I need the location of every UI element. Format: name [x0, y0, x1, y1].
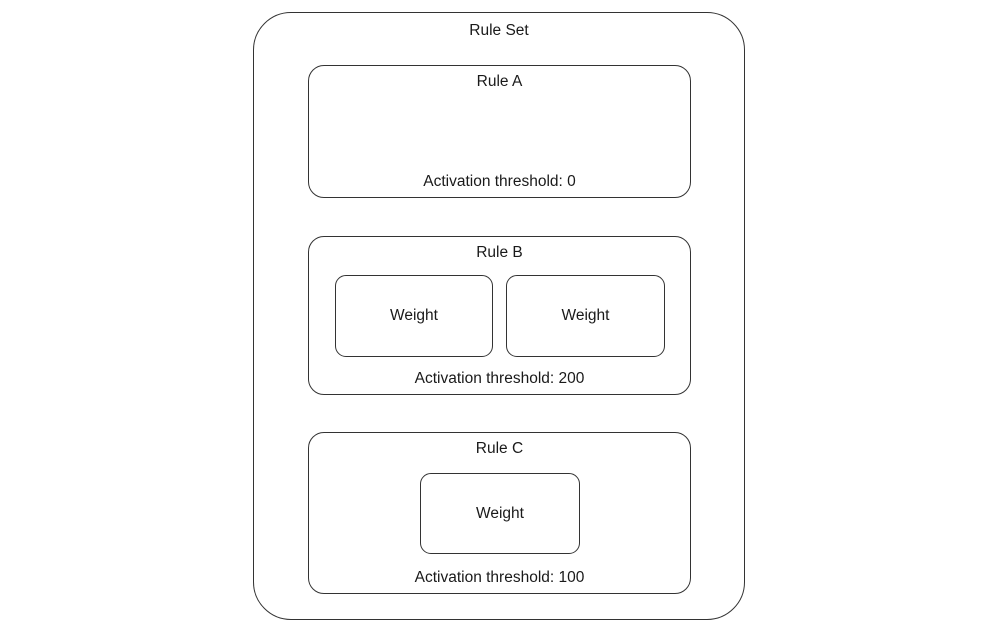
rule-c-activation-threshold: Activation threshold: 100 — [414, 569, 585, 586]
rule-b-activation-threshold: Activation threshold: 200 — [414, 370, 585, 387]
rule-c-title: Rule C — [475, 440, 524, 457]
weight-box: Weight — [420, 473, 580, 554]
weight-label: Weight — [390, 307, 438, 324]
rule-set-title: Rule Set — [469, 22, 529, 39]
rule-set-container: Rule Set Rule A Activation threshold: 0 … — [253, 12, 745, 620]
weight-label: Weight — [476, 504, 524, 522]
rule-a-activation-threshold: Activation threshold: 0 — [423, 173, 576, 190]
rule-a-title: Rule A — [476, 73, 523, 90]
rule-b-title: Rule B — [476, 244, 523, 261]
rule-box-c: Rule C Weight Activation threshold: 100 — [308, 432, 691, 594]
weight-box: Weight — [335, 275, 493, 357]
weight-label: Weight — [561, 307, 610, 324]
rule-box-a: Rule A Activation threshold: 0 — [308, 65, 691, 198]
rule-box-b: Rule B Weight Weight Activation threshol… — [308, 236, 691, 395]
weight-box: Weight — [506, 275, 665, 357]
